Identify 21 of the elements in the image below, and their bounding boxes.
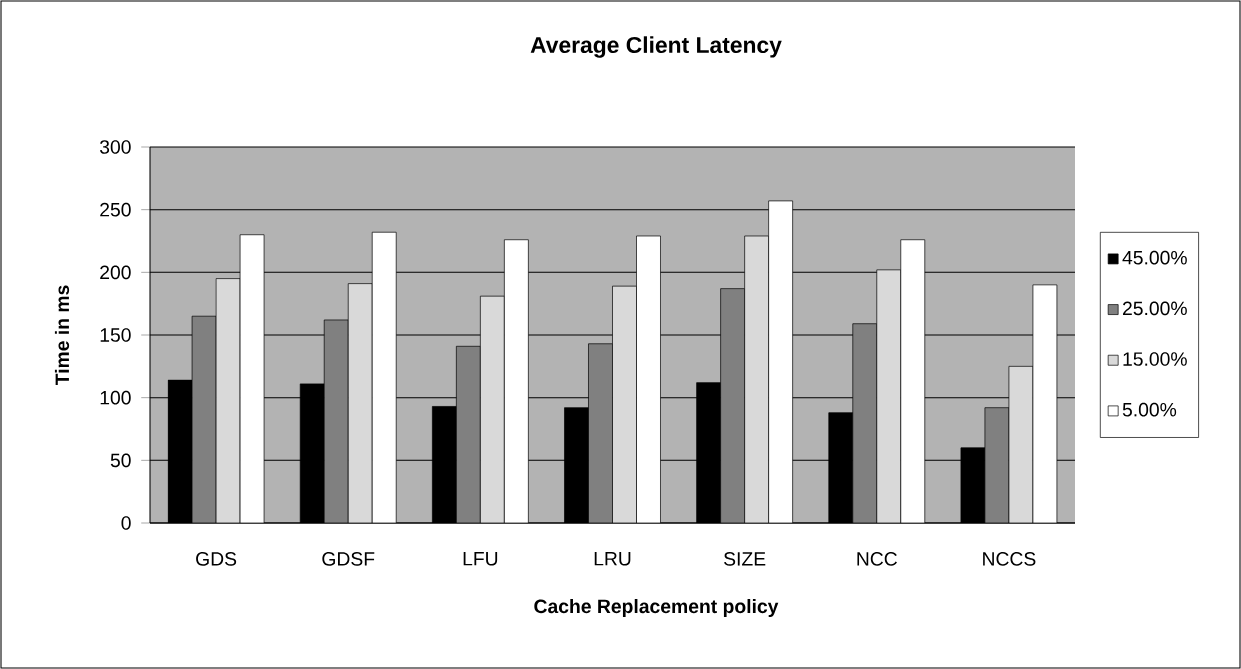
x-tick-label: LRU (594, 552, 631, 566)
x-tick-label: GDS (196, 552, 237, 566)
legend-label: 45.00% (1122, 250, 1187, 265)
x-tick-label: NCCS (983, 552, 1036, 566)
x-tick-label: GDSF (322, 552, 375, 566)
legend-label: 25.00% (1122, 301, 1187, 316)
y-tick-label: 300 (99, 140, 131, 154)
y-tick-label: 250 (100, 202, 131, 217)
legend-label: 15.00% (1123, 352, 1187, 366)
y-tick-label: 150 (100, 328, 131, 342)
y-tick-label: 0 (121, 516, 131, 530)
axis-title: Time in ms (54, 285, 70, 386)
y-tick-label: 100 (100, 390, 131, 405)
x-tick-label: NCC (857, 552, 897, 566)
chart-title: Average Client Latency (530, 36, 782, 58)
y-tick-label: 50 (110, 453, 131, 468)
x-tick-label: LFU (463, 552, 498, 566)
axis-title: Cache Replacement policy (534, 599, 779, 617)
legend-label: 5.00% (1122, 402, 1177, 417)
y-tick-label: 200 (100, 265, 131, 280)
x-tick-label: SIZE (724, 552, 766, 566)
